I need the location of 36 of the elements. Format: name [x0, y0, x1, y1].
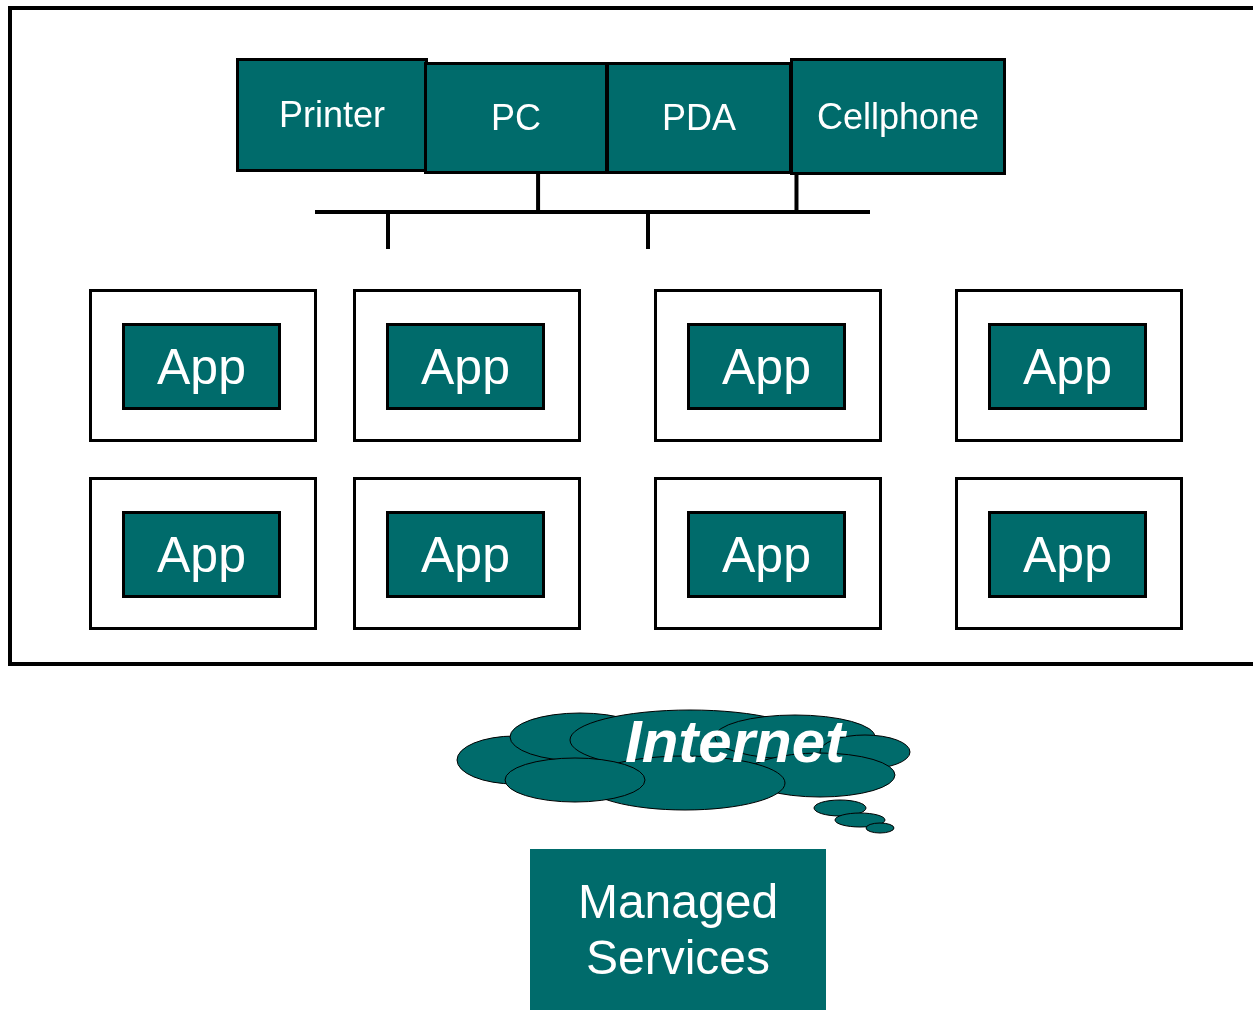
app-frame	[89, 477, 317, 630]
app-frame	[353, 289, 581, 442]
node-label: Managed Services	[576, 874, 780, 985]
node-label: App	[1023, 337, 1112, 396]
app-frame	[353, 477, 581, 630]
app-frame	[89, 289, 317, 442]
app-frame	[654, 477, 882, 630]
app-box	[122, 323, 281, 410]
app-box	[988, 323, 1147, 410]
app-box	[687, 511, 846, 598]
device-box	[606, 62, 792, 174]
app-box	[386, 323, 545, 410]
app-box	[687, 323, 846, 410]
app-box	[386, 511, 545, 598]
device-box	[236, 58, 428, 172]
node-label: Cellphone	[816, 95, 980, 138]
device-box	[790, 58, 1006, 175]
node-label: App	[157, 337, 246, 396]
bus-line	[313, 172, 872, 251]
app-frame	[654, 289, 882, 442]
app-frame	[955, 289, 1183, 442]
node-label: PC	[491, 97, 541, 139]
app-frame	[955, 477, 1183, 630]
node-label: App	[722, 525, 811, 584]
device-box	[424, 62, 608, 174]
device-panel	[8, 6, 1253, 666]
node-label: App	[421, 525, 510, 584]
node-label: PDA	[662, 97, 736, 139]
service-box	[530, 849, 826, 1010]
node-label: App	[421, 337, 510, 396]
node-label: Printer	[279, 94, 385, 136]
node-label: App	[1023, 525, 1112, 584]
node-label: App	[157, 525, 246, 584]
node-label: App	[722, 337, 811, 396]
app-box	[122, 511, 281, 598]
app-box	[988, 511, 1147, 598]
